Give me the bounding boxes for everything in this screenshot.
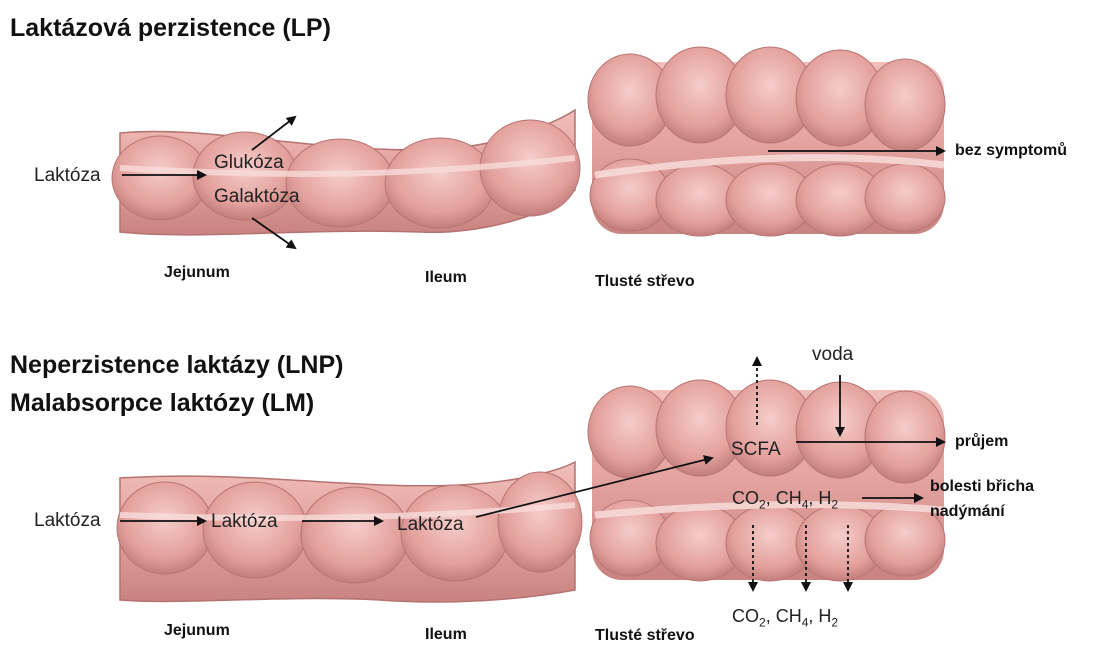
lnp-ileum-lactose: Laktóza: [397, 514, 464, 536]
lp-input-label: Laktóza: [34, 165, 101, 187]
ch4-formula: CH4: [776, 606, 809, 626]
lp-glucose-label: Glukóza: [214, 152, 284, 174]
lp-result-label: bez symptomů: [955, 142, 1067, 160]
lnp-jejunum-lactose: Laktóza: [211, 511, 278, 533]
pain-label: bolesti břicha: [930, 478, 1034, 496]
lnp-segment-jejunum: Jejunum: [164, 622, 230, 640]
ch4-formula: CH4: [776, 488, 809, 508]
scfa-label: SCFA: [731, 439, 781, 461]
lp-title: Laktázová perzistence (LP): [10, 14, 331, 43]
co2-formula: CO2: [732, 606, 766, 626]
gases-exhaled: CO2, CH4, H2: [732, 606, 838, 630]
water-label: voda: [812, 344, 853, 366]
lp-segment-ileum: Ileum: [425, 269, 467, 287]
lnp-segment-colon: Tlusté střevo: [595, 627, 695, 645]
diarrhea-label: průjem: [955, 433, 1008, 451]
bloating-label: nadýmání: [930, 503, 1005, 521]
lp-galactose-label: Galaktóza: [214, 186, 300, 208]
lp-segment-colon: Tlusté střevo: [595, 273, 695, 291]
lnp-title-line1: Neperzistence laktázy (LNP): [10, 351, 343, 380]
small-intestine-bottom: [117, 462, 582, 602]
h2-formula: H2: [818, 488, 838, 508]
large-intestine-bottom: [588, 380, 945, 581]
co2-formula: CO2: [732, 488, 766, 508]
h2-formula: H2: [818, 606, 838, 626]
lnp-input-label: Laktóza: [34, 510, 101, 532]
large-intestine-top: [588, 47, 945, 236]
gases-in-colon: CO2, CH4, H2: [732, 488, 838, 512]
lnp-segment-ileum: Ileum: [425, 626, 467, 644]
small-intestine-top: [112, 110, 580, 235]
lnp-title-line2: Malabsorpce laktózy (LM): [10, 389, 314, 418]
lp-segment-jejunum: Jejunum: [164, 264, 230, 282]
